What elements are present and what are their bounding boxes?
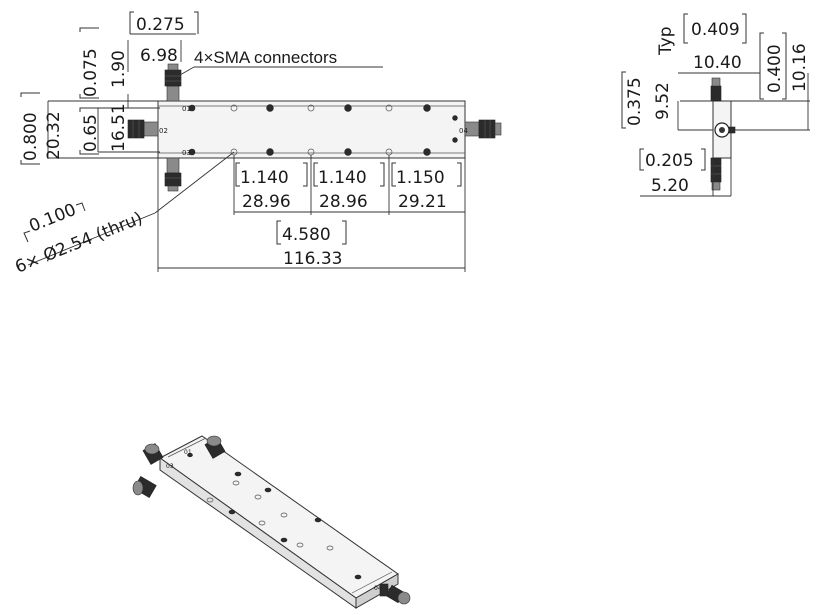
iso-connector-4 (379, 583, 411, 605)
iso-connector-2 (204, 435, 226, 459)
sma-connector-top (164, 63, 182, 102)
dim-flat: Typ 0.409 10.40 (656, 13, 747, 73)
dim-pitch3-in: 1.150 (396, 168, 445, 188)
dim-length-mm: 116.33 (283, 249, 342, 269)
dim-pitch1-mm: 28.96 (242, 192, 291, 212)
dim-depth-in: 0.400 (765, 44, 785, 93)
dim-lower: 0.205 5.20 (639, 148, 706, 196)
port-label-04: 04 (459, 127, 468, 135)
dim-pitch-3: 1.150 29.21 (391, 162, 462, 212)
dim-hole-span-in: 0.65 (81, 114, 101, 152)
dim-upper-mm: 9.52 (653, 82, 673, 120)
iso-connector-3 (132, 476, 157, 498)
dim-height: 0.800 20.32 (20, 92, 64, 165)
dim-height-mm: 20.32 (44, 111, 64, 160)
dim-length-in: 4.580 (282, 225, 331, 245)
isometric-view: 03 04 01 (132, 435, 411, 609)
dim-length: 4.580 116.33 (158, 220, 465, 269)
dim-flat-in: 0.409 (691, 20, 740, 40)
cover-screws (188, 104, 458, 156)
side-view: Typ 0.409 10.40 0.400 10.16 0.375 9.52 0… (621, 13, 810, 197)
dim-sma-mm: 6.98 (140, 46, 178, 66)
dim-top-offset: 0.075 1.90 (79, 27, 129, 99)
iso-port-label-01: 01 (184, 449, 192, 456)
iso-screws (187, 452, 362, 580)
splitter-body (157, 100, 466, 159)
dim-pitch2-in: 1.140 (318, 168, 367, 188)
iso-port-label-03: 03 (166, 463, 174, 470)
dim-top-offset-in: 0.075 (81, 48, 101, 97)
dim-depth-mm: 10.16 (790, 43, 810, 92)
sma-connector-left (127, 119, 159, 139)
port-label-03: 03 (182, 149, 191, 157)
dim-pitch1-in: 1.140 (240, 168, 289, 188)
dim-depth: 0.400 10.16 (759, 32, 810, 100)
dim-upper-in: 0.375 (625, 77, 645, 126)
dim-hole-in: 0.100 (26, 200, 79, 237)
typ-label: Typ (656, 26, 676, 56)
dim-lower-in: 0.205 (645, 151, 694, 171)
dim-upper: 0.375 9.52 (621, 71, 673, 129)
dim-lower-mm: 5.20 (651, 176, 689, 196)
dim-flat-mm: 10.40 (693, 53, 742, 73)
port-label-02: 02 (159, 127, 168, 135)
iso-port-label-04: 04 (374, 585, 382, 592)
sma-connector-right (464, 119, 502, 139)
sma-connector-bottom (164, 157, 182, 192)
dim-sma-in: 0.275 (136, 15, 185, 35)
hole-callout: 0.100 6× Ø2.54 (thru) (12, 151, 235, 278)
iso-connector-1 (142, 443, 164, 465)
dim-height-in: 0.800 (21, 112, 41, 161)
dim-pitch3-mm: 29.21 (398, 192, 447, 212)
dim-top-offset-mm: 1.90 (109, 50, 129, 88)
dim-pitch2-mm: 28.96 (319, 192, 368, 212)
dim-pitch-2: 1.140 28.96 (313, 162, 385, 212)
port-label-01: 01 (182, 105, 191, 113)
top-view: 01 02 03 04 0.275 6.98 4×SMA connectors … (12, 11, 502, 278)
iso-holes (206, 480, 334, 551)
iso-top-face (159, 435, 399, 599)
dim-hole-span-mm: 16.51 (109, 103, 129, 152)
connector-note: 4×SMA connectors (194, 48, 337, 67)
dim-hole-span: 0.65 16.51 (79, 103, 129, 155)
dim-pitch-1: 1.140 28.96 (235, 162, 308, 212)
